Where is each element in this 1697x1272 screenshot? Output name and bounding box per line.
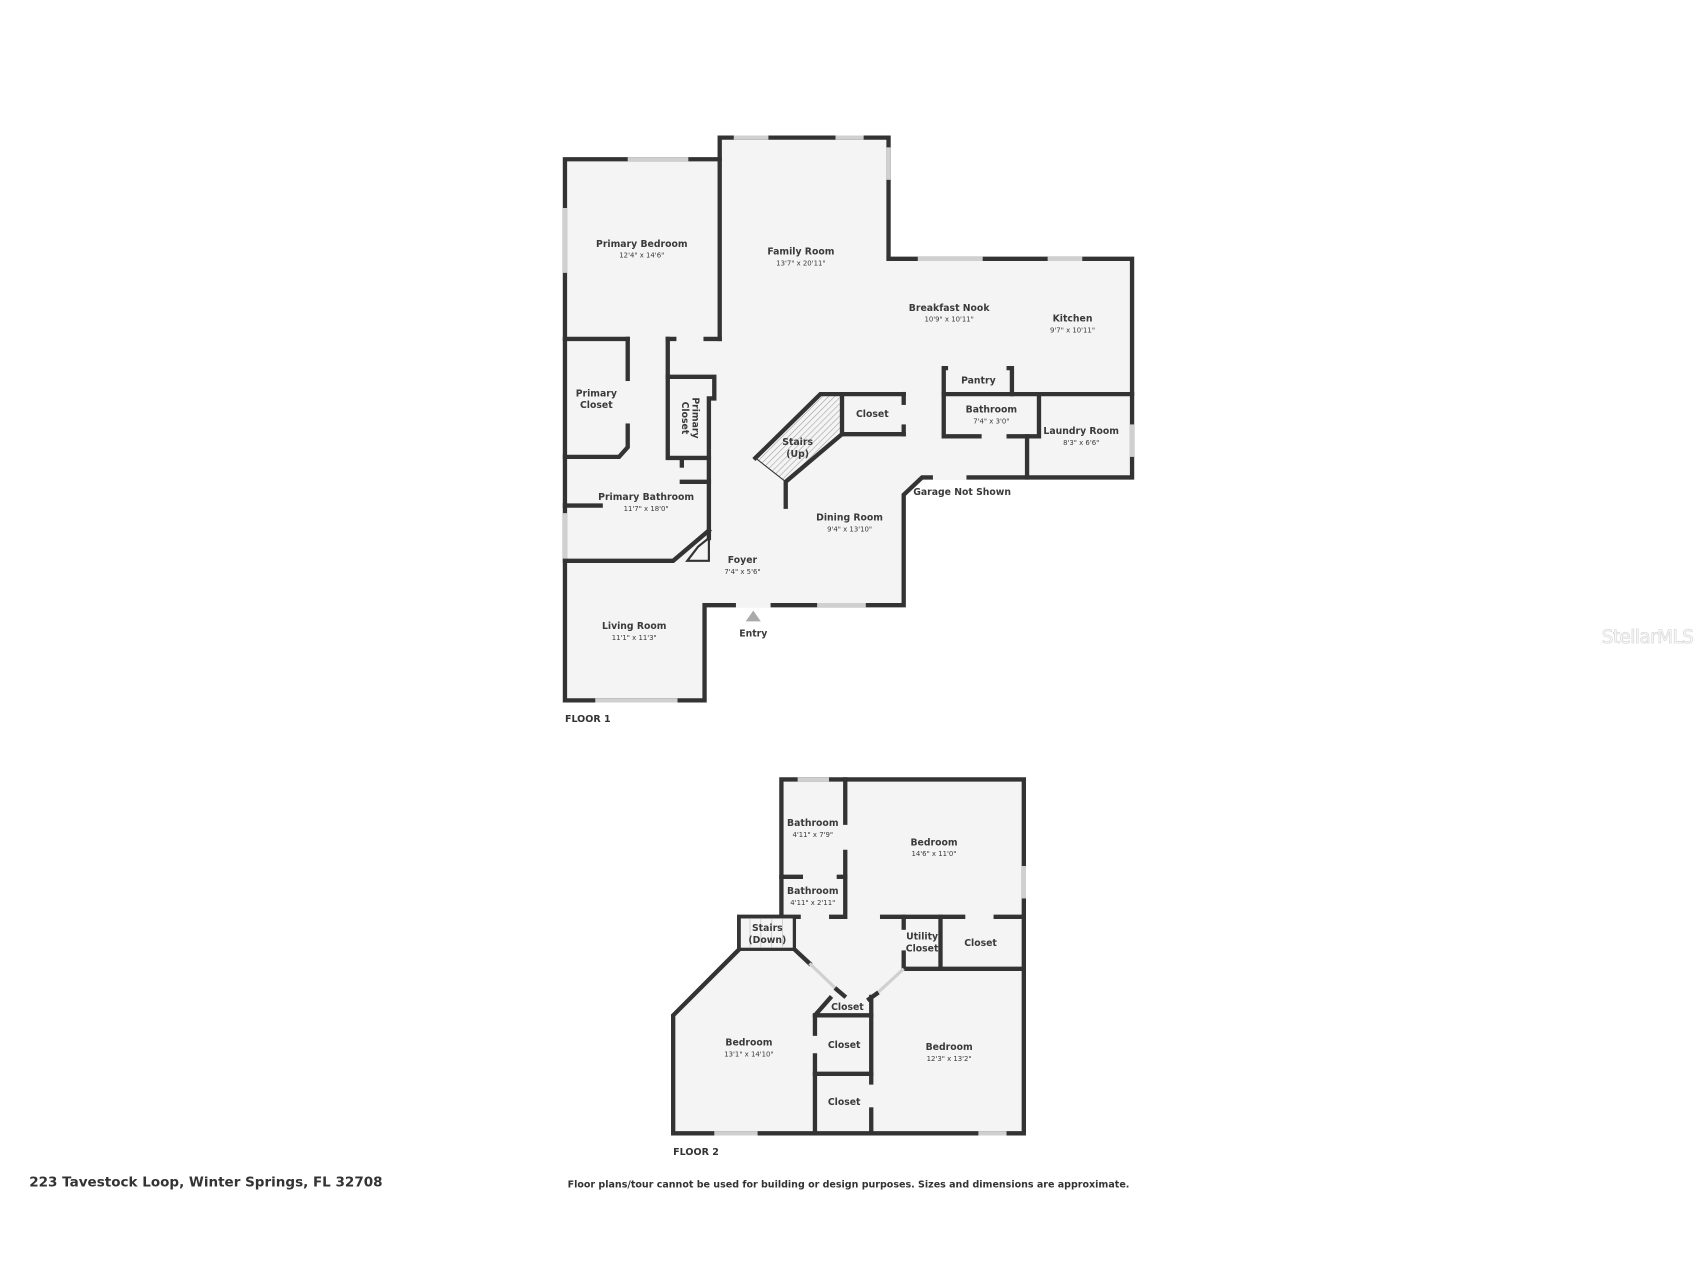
room-name: Foyer: [728, 555, 758, 566]
wall: [562, 423, 630, 460]
room-dims: 11'1" x 11'3": [612, 634, 657, 642]
room-dims: 14'6" x 11'0": [911, 850, 956, 858]
floor-1-label: FLOOR 1: [565, 714, 611, 725]
room-dims: 7'4" x 3'0": [973, 417, 1009, 425]
room-name: Dining Room: [816, 513, 883, 524]
room-dims: 12'3" x 13'2": [927, 1055, 972, 1063]
wall: [562, 527, 712, 563]
room-dims: 4'11" x 7'9": [792, 831, 833, 839]
room-name: Laundry Room: [1043, 426, 1119, 437]
room-name: (Down): [748, 935, 786, 946]
room-dims: 13'1" x 14'10": [724, 1050, 773, 1058]
room-dims: 9'4" x 13'10": [827, 526, 872, 534]
room-name: Breakfast Nook: [909, 303, 991, 314]
room-dims: 8'3" x 6'6": [1063, 439, 1099, 447]
room-name: Bedroom: [926, 1042, 973, 1053]
room-dims: 7'4" x 5'6": [724, 568, 760, 576]
room-name: Family Room: [767, 246, 834, 257]
room-name: Closet: [828, 1040, 861, 1051]
wall: [783, 431, 906, 509]
room-name: Closet: [856, 409, 889, 420]
floor-1: Primary Bedroom 12'4" x 14'6" Family Roo…: [562, 135, 1135, 725]
room-dims: 11'7" x 18'0": [624, 505, 669, 513]
door-opening: [808, 962, 838, 991]
svg-text:Primary: Primary: [690, 397, 701, 438]
wall: [941, 391, 982, 439]
primary-closet-2-label: Primary Closet: [679, 397, 701, 438]
property-address: 223 Tavestock Loop, Winter Springs, FL 3…: [29, 1174, 382, 1190]
stairs-down-treads: [749, 919, 783, 948]
room-name: Living Room: [602, 621, 667, 632]
watermark-logo: StellarMLS: [1602, 627, 1694, 648]
entry-arrow-icon: [745, 610, 761, 622]
room-name: Bathroom: [787, 886, 838, 897]
room-dims: 13'7" x 20'11": [776, 259, 825, 267]
floor-2-fill: [673, 779, 1024, 1134]
room-name: Kitchen: [1053, 314, 1093, 325]
room-name: Primary Bathroom: [598, 492, 694, 503]
wall: [791, 946, 813, 967]
room-name: Closet: [580, 400, 613, 411]
room-name: (Up): [786, 449, 809, 460]
svg-text:Closet: Closet: [679, 402, 690, 435]
wall: [833, 986, 848, 999]
room-dims: 12'4" x 14'6": [619, 252, 664, 260]
room-name: Utility: [906, 932, 938, 943]
entry-label: Entry: [739, 629, 767, 640]
room-name: Bathroom: [966, 405, 1017, 416]
room-name: Bedroom: [725, 1038, 772, 1049]
floor-2-label: FLOOR 2: [673, 1147, 719, 1158]
windows: [562, 135, 1135, 703]
room-name: Bedroom: [910, 837, 957, 848]
floor-2: Bathroom 4'11" x 7'9" Bathroom 4'11" x 2…: [671, 777, 1026, 1158]
room-name: Closet: [906, 943, 939, 954]
garage-note: Garage Not Shown: [913, 487, 1011, 498]
stairs-down-box: [737, 915, 797, 951]
windows: [714, 777, 1026, 1136]
wall: [1006, 391, 1042, 439]
room-dims: 10'9" x 10'11": [924, 316, 973, 324]
room-name: Bathroom: [787, 818, 838, 829]
room-name: Closet: [964, 938, 997, 949]
room-name: Stairs: [752, 923, 783, 934]
room-dims: 9'7" x 10'11": [1050, 326, 1095, 334]
disclaimer: Floor plans/tour cannot be used for buil…: [568, 1179, 1130, 1190]
wall: [752, 391, 906, 462]
room-name: Primary Bedroom: [596, 239, 688, 250]
room-name: Stairs: [782, 437, 813, 448]
room-name: Closet: [831, 1002, 864, 1013]
room-name: Closet: [828, 1097, 861, 1108]
wall: [685, 535, 710, 562]
room-dims: 4'11" x 2'11": [790, 899, 835, 907]
wall: [665, 374, 717, 541]
door-opening: [875, 967, 905, 995]
room-name: Pantry: [961, 375, 996, 386]
room-name: Primary: [576, 388, 617, 399]
floor-1-fill: [564, 137, 1133, 701]
